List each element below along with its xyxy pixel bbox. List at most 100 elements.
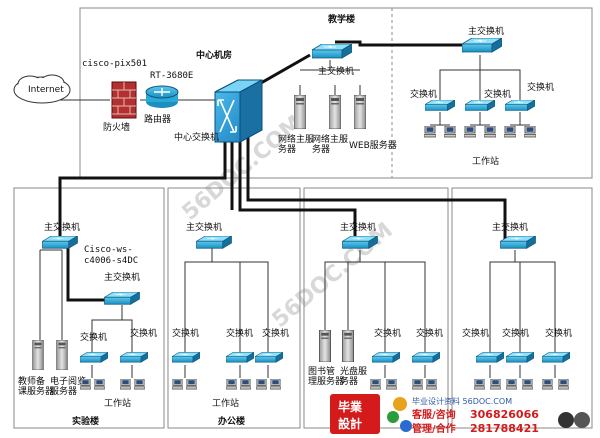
switch-label: 交换机 bbox=[262, 327, 289, 339]
center-room-label: 中心机房 bbox=[196, 49, 232, 61]
office-building-label: 办公楼 bbox=[218, 415, 245, 427]
switch-label: 交换机 bbox=[130, 327, 157, 339]
server-icon bbox=[319, 330, 331, 362]
cisco-model-label-1: Cisco-ws- bbox=[84, 245, 133, 255]
internet-label: Internet bbox=[28, 85, 64, 95]
switch-label: 交换机 bbox=[462, 327, 489, 339]
main-switch-icon bbox=[500, 236, 536, 249]
library-server-label-2: 理服务器 bbox=[308, 375, 344, 387]
switch-icon bbox=[172, 352, 200, 363]
workstation-label: 工作站 bbox=[472, 155, 499, 167]
banner-logo-bottom: 設計 bbox=[338, 416, 362, 431]
core-switch-label: 中心交换机 bbox=[174, 131, 219, 143]
server-label-1a: 网络主服 bbox=[278, 133, 314, 145]
pc-icon bbox=[226, 379, 237, 390]
center-main-switch-icon bbox=[312, 44, 352, 59]
qq-icon bbox=[393, 397, 407, 411]
ad-banner: 毕業 設計 毕业设计资料 56DOC.COM 客服/咨询 306826066 管… bbox=[330, 394, 590, 435]
lab-building-label: 实验楼 bbox=[72, 415, 99, 427]
pc-icon bbox=[522, 379, 533, 390]
core-switch-icon bbox=[214, 79, 263, 143]
switch-label: 交换机 bbox=[416, 327, 443, 339]
building-box-bangonglou bbox=[167, 187, 301, 429]
main-switch-label: 主交换机 bbox=[340, 221, 376, 233]
switch-icon bbox=[372, 352, 400, 363]
server-icon bbox=[32, 340, 44, 370]
center-main-switch-label: 主交换机 bbox=[318, 65, 354, 77]
building-box-shiyanlou bbox=[13, 187, 165, 429]
building-box-top bbox=[79, 7, 593, 179]
switch-icon bbox=[80, 352, 108, 363]
server-label-a1: 教师备 bbox=[18, 375, 45, 387]
pc-icon bbox=[504, 126, 516, 138]
banner-manage-number: 281788421 bbox=[470, 422, 539, 435]
server-label-2a: 网络主服 bbox=[312, 133, 348, 145]
person-icon bbox=[558, 412, 574, 428]
server-icon bbox=[294, 95, 306, 129]
server-icon bbox=[329, 95, 341, 129]
pc-icon bbox=[256, 379, 267, 390]
cisco-model-label-2: c4006-s4DC bbox=[84, 256, 138, 266]
main-switch-icon bbox=[462, 38, 502, 53]
banner-logo-badge bbox=[330, 394, 380, 434]
workstation-label: 工作站 bbox=[104, 397, 131, 409]
switch-icon bbox=[412, 352, 440, 363]
main-switch-label: 主交换机 bbox=[104, 271, 140, 283]
banner-logo-top: 毕業 bbox=[338, 399, 363, 414]
main-switch-label: 主交换机 bbox=[468, 25, 504, 37]
switch-icon bbox=[505, 100, 535, 111]
pc-icon bbox=[426, 379, 437, 390]
firewall-model-label: cisco-pix501 bbox=[82, 59, 147, 69]
pc-icon bbox=[240, 379, 251, 390]
switch-icon bbox=[476, 352, 504, 363]
teaching-building-label: 教学楼 bbox=[327, 13, 355, 25]
switch-label: 交换机 bbox=[502, 327, 529, 339]
pc-icon bbox=[386, 379, 397, 390]
cd-server-label-2: 务器 bbox=[340, 375, 358, 387]
server-label-1b: 务器 bbox=[278, 143, 296, 155]
person-icon bbox=[574, 412, 590, 428]
library-server-label-1: 图书管 bbox=[308, 365, 335, 377]
switch-label: 交换机 bbox=[172, 327, 199, 339]
server-label-a2: 课服务器 bbox=[18, 385, 54, 397]
pc-icon bbox=[94, 379, 105, 390]
pc-icon bbox=[444, 126, 456, 138]
server-label-2b: 务器 bbox=[312, 143, 330, 155]
qq-icon bbox=[387, 411, 399, 423]
router-model-label: RT-3680E bbox=[150, 71, 193, 81]
banner-service-label: 客服/咨询 bbox=[411, 408, 456, 421]
main-switch-icon bbox=[342, 236, 378, 249]
building-box-right bbox=[451, 187, 593, 429]
pc-icon bbox=[370, 379, 381, 390]
pc-icon bbox=[270, 379, 281, 390]
switch-icon bbox=[506, 352, 534, 363]
banner-site-text: 毕业设计资料 56DOC.COM bbox=[412, 396, 512, 406]
switch-label: 交换机 bbox=[527, 81, 554, 93]
qq-icon bbox=[400, 420, 412, 432]
switch-label: 交换机 bbox=[226, 327, 253, 339]
thin-links bbox=[39, 55, 556, 378]
pc-icon bbox=[120, 379, 131, 390]
main-switch-icon bbox=[42, 236, 78, 249]
pc-icon bbox=[474, 379, 485, 390]
main-switch-label: 主交换机 bbox=[186, 221, 222, 233]
internet-cloud-icon bbox=[13, 74, 71, 104]
banner-manage-label: 管理/合作 bbox=[412, 422, 456, 435]
banner-service-number: 306826066 bbox=[470, 408, 539, 421]
switch-icon bbox=[120, 352, 148, 363]
watermark-text-2: 56DOC.COM bbox=[268, 218, 398, 333]
pc-icon bbox=[424, 126, 436, 138]
switch-label: 交换机 bbox=[80, 331, 107, 343]
pc-icon bbox=[134, 379, 145, 390]
switch-label: 交换机 bbox=[484, 88, 511, 100]
cd-server-label-1: 光盘服 bbox=[340, 365, 367, 377]
pc-icon bbox=[464, 126, 476, 138]
server-label-b1: 电子阅览 bbox=[50, 375, 86, 387]
switch-icon bbox=[542, 352, 570, 363]
pc-icon bbox=[524, 126, 536, 138]
switch-label: 交换机 bbox=[374, 327, 401, 339]
server-label-b2: 服务器 bbox=[50, 385, 77, 397]
main-switch-label: 主交换机 bbox=[492, 221, 528, 233]
